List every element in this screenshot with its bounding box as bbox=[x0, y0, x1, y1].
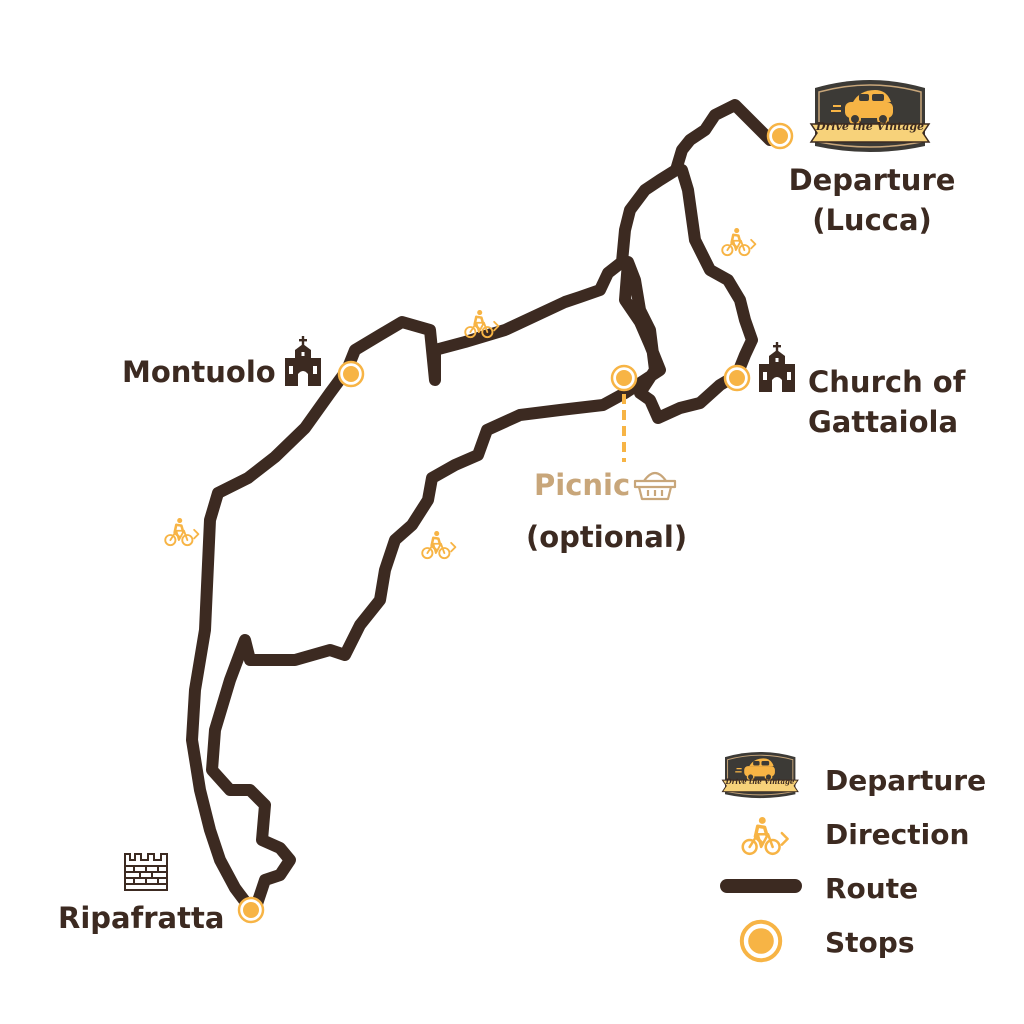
stop-marker-icon[interactable] bbox=[337, 360, 365, 388]
church-sublabel: Gattaiola bbox=[808, 405, 958, 439]
route-lines bbox=[186, 99, 776, 916]
legend-route-label: Route bbox=[825, 872, 918, 905]
legend: Drive the Vintage Departure Direction Ro… bbox=[720, 751, 986, 960]
departure-label: Departure bbox=[789, 163, 956, 197]
church-label: Church of bbox=[808, 365, 966, 399]
legend-logo-text: Drive the Vintage bbox=[725, 777, 795, 786]
picnic-label: Picnic bbox=[534, 468, 630, 502]
bicycle-rider-icon bbox=[163, 516, 200, 547]
legend-direction-label: Direction bbox=[825, 818, 969, 851]
legend-stop-icon bbox=[742, 922, 780, 960]
bicycle-rider-icon bbox=[720, 226, 757, 257]
legend-direction-icon bbox=[741, 815, 790, 856]
ripafratta-label: Ripafratta bbox=[58, 901, 224, 935]
legend-stops-label: Stops bbox=[825, 926, 915, 959]
stop-marker-icon[interactable] bbox=[237, 896, 265, 924]
vintage-car-logo bbox=[810, 79, 930, 153]
route-main-loop bbox=[186, 99, 776, 914]
picnic-sublabel: (optional) bbox=[526, 520, 687, 554]
picnic-basket-icon bbox=[633, 471, 677, 501]
legend-departure-icon bbox=[721, 751, 799, 799]
castle-wall-icon bbox=[124, 853, 168, 891]
montuolo-label: Montuolo bbox=[122, 355, 276, 389]
church-icon bbox=[285, 336, 321, 386]
departure-sublabel: (Lucca) bbox=[812, 203, 932, 237]
legend-departure-label: Departure bbox=[825, 764, 986, 797]
logo-text: Drive the Vintage bbox=[815, 120, 924, 133]
stop-marker-icon[interactable] bbox=[723, 364, 751, 392]
church-icon bbox=[759, 342, 795, 392]
stop-marker-icon[interactable] bbox=[766, 122, 794, 150]
bicycle-rider-icon bbox=[420, 529, 457, 560]
stop-marker-icon[interactable] bbox=[610, 364, 638, 392]
